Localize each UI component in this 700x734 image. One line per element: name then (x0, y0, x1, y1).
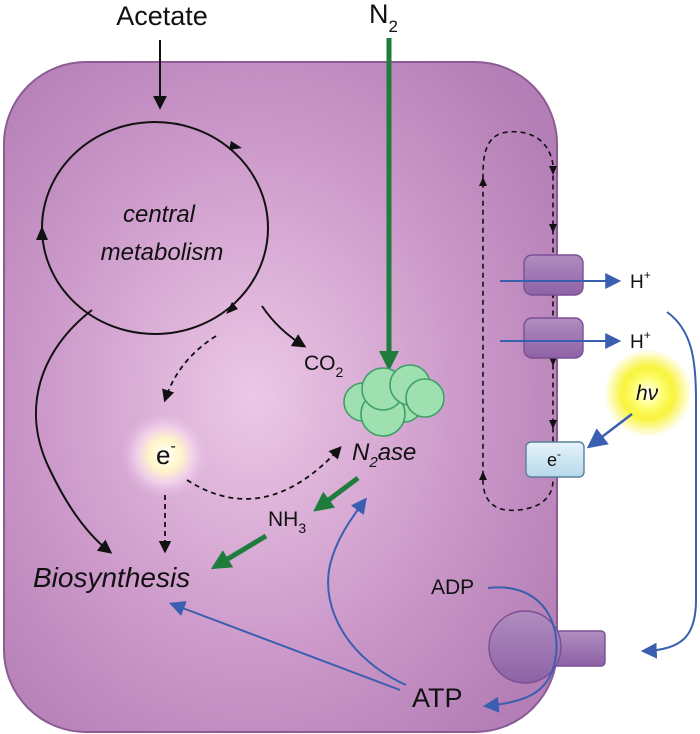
atp-to-nase-arrow (327, 497, 407, 686)
light-to-carrier-arrow (586, 413, 633, 449)
loop-arrowhead-7 (479, 471, 487, 480)
nase-label: N2ase (352, 439, 416, 471)
membrane-complex-upper (523, 254, 584, 296)
loop-arrowhead-5 (549, 420, 557, 429)
atp-to-biosynthesis-arrow (169, 601, 401, 691)
n2-label: N2 (369, 0, 398, 36)
membrane-complex-lower (523, 317, 584, 359)
loop-arrowhead-6 (479, 177, 487, 186)
central-metabolism-label-2: metabolism (101, 239, 224, 266)
proton-label-lower: H+ (630, 328, 651, 353)
electron-carrier (525, 441, 585, 478)
electron-transport-loop (482, 130, 554, 512)
nh3-label: NH3 (268, 508, 306, 536)
atp-label: ATP (412, 683, 463, 713)
biosynthesis-label: Biosynthesis (33, 562, 190, 593)
co2-arrow (261, 305, 307, 348)
nase-to-nh3-arrow (313, 476, 360, 512)
adp-label: ADP (431, 576, 474, 599)
central-metabolism-label-1: central (123, 201, 196, 228)
cycle-arrowhead-bottom (226, 302, 238, 314)
nh3-to-biosynthesis-arrow (210, 533, 268, 570)
cell-membrane (3, 61, 558, 733)
cycle-to-electron-arrow (162, 335, 217, 403)
proton-label-upper: H+ (630, 268, 651, 293)
electron-label: e- (156, 438, 176, 470)
adp-to-atp-arrow (482, 586, 558, 713)
loop-arrowhead-2 (549, 224, 557, 233)
cycle-arrowhead-left (36, 226, 48, 240)
proton-gradient-return-arrow (640, 311, 697, 659)
cycle-to-biosynthesis-arrow (35, 309, 113, 554)
co2-label: CO2 (304, 352, 344, 380)
loop-arrowhead-4 (549, 357, 557, 366)
light-label: hν (636, 382, 659, 405)
nitrogenase-enzyme (343, 364, 445, 437)
atp-synthase (488, 610, 606, 684)
electron-to-nase-arrow (186, 446, 342, 500)
cycle-arrowhead-top (229, 141, 242, 150)
carrier-label: e- (547, 447, 561, 470)
electron-glow (121, 411, 209, 499)
acetate-label: Acetate (116, 1, 208, 31)
light-glow (604, 349, 692, 437)
loop-arrowhead-1 (549, 166, 557, 175)
